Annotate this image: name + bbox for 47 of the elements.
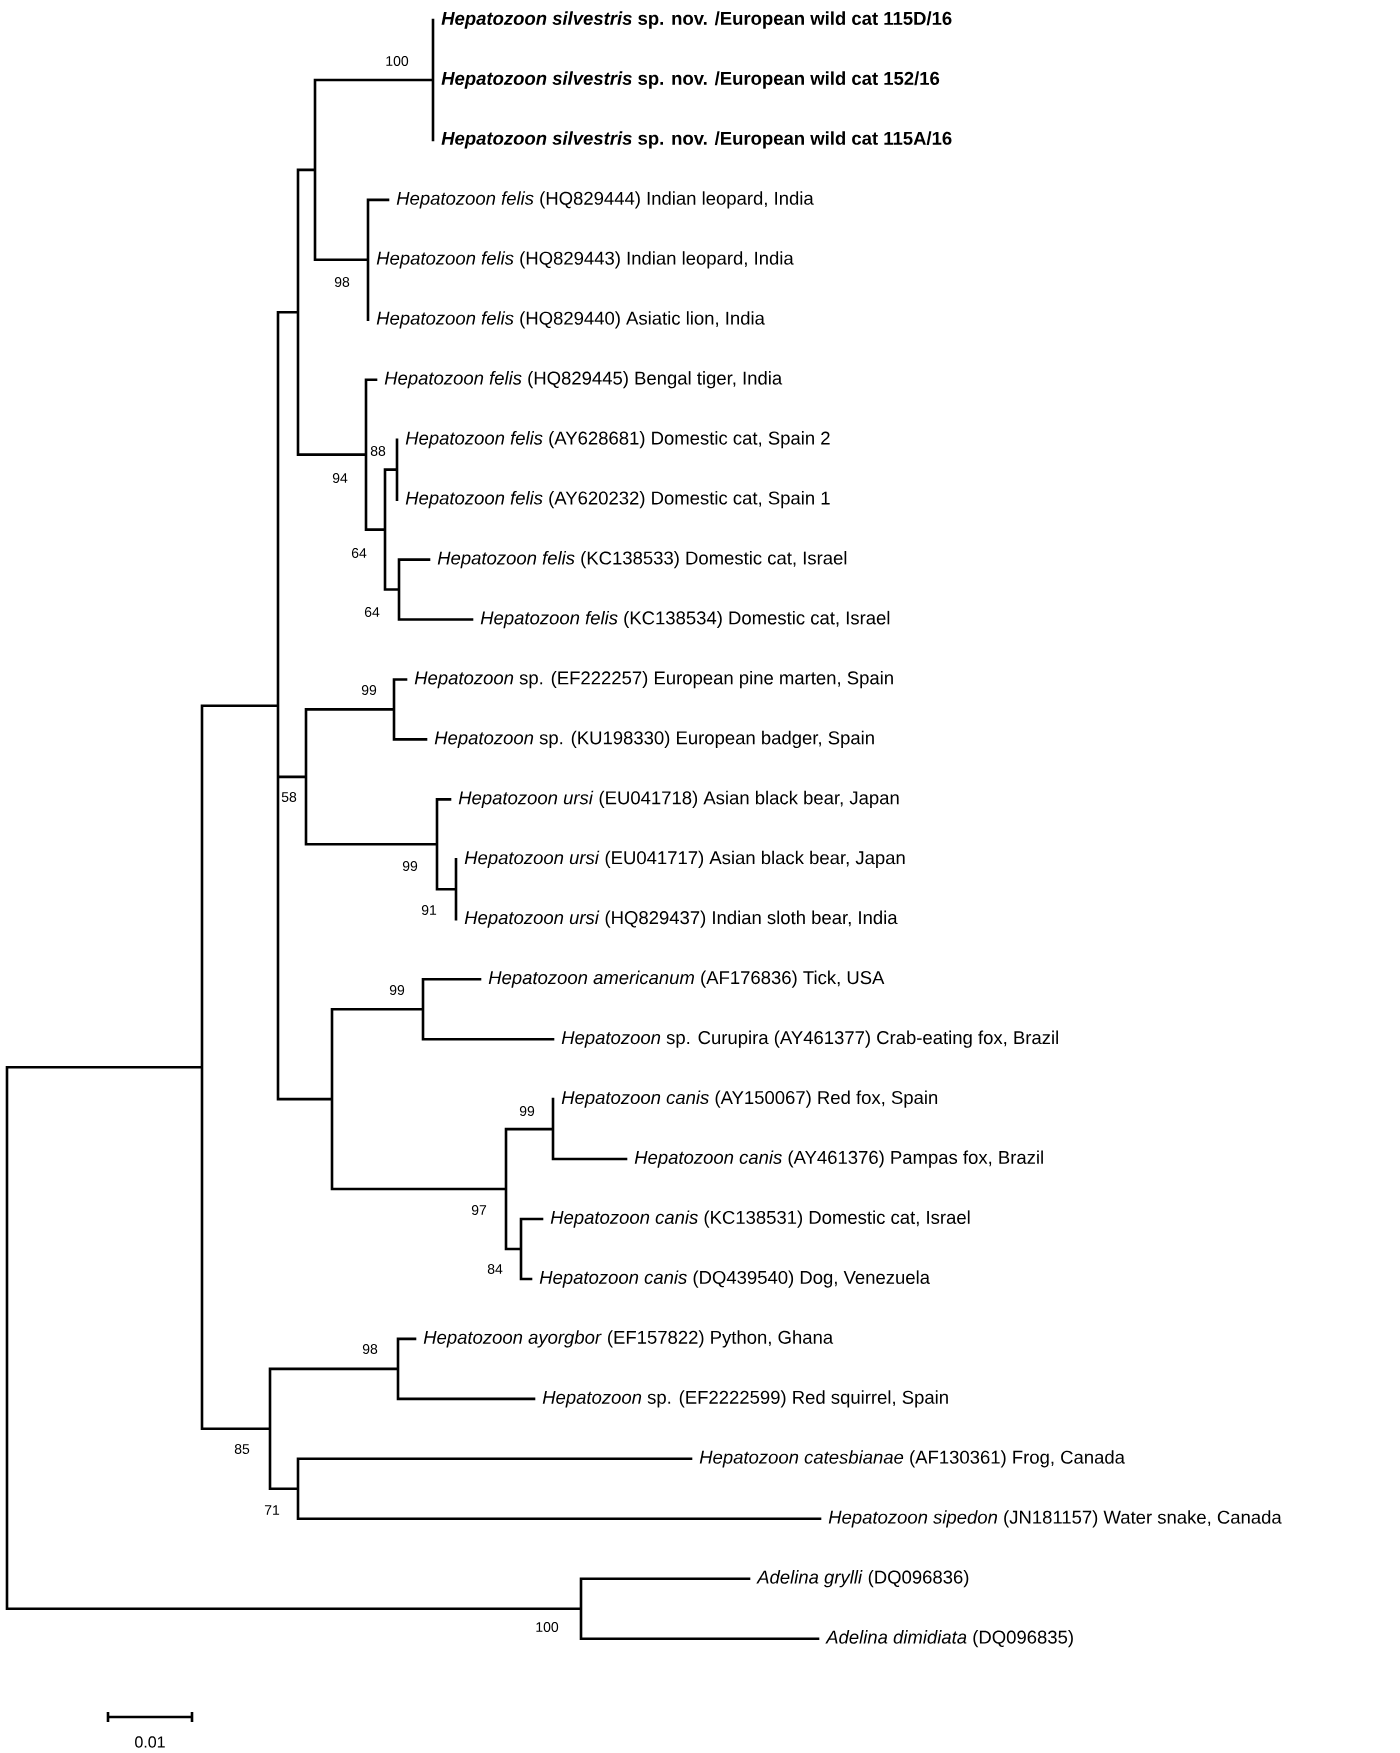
taxon-label: Hepatozoon ursi (EU041717) Asian black bear, Japan — [464, 850, 905, 868]
taxon-label: Hepatozoon felis (HQ829443) Indian leopard, India — [376, 251, 794, 269]
bootstrap-value: 64 — [351, 548, 367, 558]
taxon-label: Hepatozoon canis (DQ439540) Dog, Venezuela — [539, 1270, 930, 1288]
bootstrap-value: 98 — [334, 277, 350, 287]
taxon-label: Hepatozoon ursi (EU041718) Asian black bear, Japan — [458, 790, 899, 809]
taxon-label: Hepatozoon sp. (KU198330) European badger, Spain — [434, 730, 874, 749]
bootstrap-value: 99 — [402, 861, 418, 871]
bootstrap-value: 85 — [234, 1444, 250, 1454]
taxon-label: Hepatozoon felis (HQ829440) Asiatic lion, India — [376, 311, 765, 329]
taxon-label: Hepatozoon felis (KC138533) Domestic cat, Israel — [437, 551, 847, 569]
taxon-label: Hepatozoon felis (AY628681) Domestic cat, Spain 2 — [405, 431, 830, 449]
taxon-label: Hepatozoon silvestris sp. nov. /European wild cat 152/16 — [441, 71, 940, 89]
taxon-label: Hepatozoon canis (AY150067) Red fox, Spain — [561, 1090, 938, 1108]
bootstrap-value: 64 — [364, 607, 380, 617]
bootstrap-value: 94 — [332, 473, 348, 483]
taxon-label: Hepatozoon canis (AY461376) Pampas fox, Brazil — [634, 1150, 1043, 1168]
taxon-label: Adelina grylli (DQ096836) — [756, 1570, 969, 1588]
taxon-label: Hepatozoon ursi (HQ829437) Indian sloth bear, India — [464, 910, 898, 928]
bootstrap-value: 99 — [361, 685, 377, 695]
taxon-label: Hepatozoon felis (AY620232) Domestic cat, Spain 1 — [405, 491, 830, 509]
taxon-label: Hepatozoon silvestris sp. nov. /European wild cat 115A/16 — [441, 131, 952, 149]
bootstrap-value: 100 — [386, 56, 409, 66]
taxon-label: Hepatozoon silvestris sp. nov. /European wild cat 115D/16 — [441, 11, 952, 29]
bootstrap-value: 88 — [370, 446, 386, 456]
bootstrap-value: 99 — [389, 985, 405, 995]
scale-bar-label: 0.01 — [135, 1736, 165, 1748]
taxon-label: Hepatozoon sp. (EF222257) European pine marten, Spain — [414, 670, 893, 689]
taxon-label: Hepatozoon felis (KC138534) Domestic cat, Israel — [480, 610, 890, 629]
bootstrap-value: 58 — [281, 792, 297, 802]
bootstrap-value: 98 — [362, 1344, 378, 1354]
taxon-label: Hepatozoon ayorgbor (EF157822) Python, Ghana — [423, 1330, 834, 1348]
taxon-label: Hepatozoon sp. (EF2222599) Red squirrel, Spain — [542, 1390, 948, 1408]
taxon-label: Hepatozoon canis (KC138531) Domestic cat, Israel — [550, 1210, 970, 1228]
taxon-label: Hepatozoon americanum (AF176836) Tick, USA — [488, 970, 885, 988]
bootstrap-value: 84 — [487, 1264, 503, 1274]
taxon-label: Adelina dimidiata (DQ096835) — [825, 1630, 1073, 1648]
taxon-label: Hepatozoon sipedon (JN181157) Water snake, Canada — [828, 1510, 1282, 1528]
bootstrap-value: 100 — [536, 1622, 559, 1632]
bootstrap-value: 91 — [421, 905, 437, 915]
bootstrap-value: 71 — [264, 1505, 280, 1515]
taxon-label: Hepatozoon felis (HQ829444) Indian leopard, India — [396, 191, 814, 209]
taxon-label: Hepatozoon catesbianae (AF130361) Frog, Canada — [699, 1450, 1125, 1468]
bootstrap-value: 97 — [471, 1205, 487, 1215]
bootstrap-value: 99 — [519, 1106, 535, 1116]
taxon-label: Hepatozoon felis (HQ829445) Bengal tiger, India — [384, 371, 783, 389]
taxon-label: Hepatozoon sp. Curupira (AY461377) Crab-eating fox, Brazil — [561, 1030, 1058, 1048]
